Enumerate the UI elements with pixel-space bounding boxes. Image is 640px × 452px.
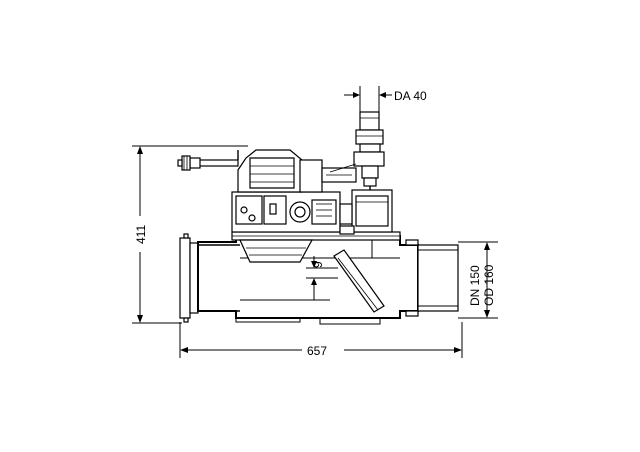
dimension-offset: 9 (306, 256, 338, 300)
height-label: 411 (134, 225, 148, 244)
od-label: OD 160 (482, 264, 496, 306)
da40-label: DA 40 (394, 89, 427, 103)
pump-assembly (177, 149, 357, 193)
pipe-body (179, 233, 459, 325)
offset-label: 9 (311, 261, 325, 268)
dimension-height: 411 (132, 145, 248, 324)
dimension-diameter: DN 150 OD 160 (458, 241, 498, 319)
dimension-da40: DA 40 (344, 86, 427, 112)
dimension-length: 657 (179, 322, 463, 358)
length-label: 657 (307, 344, 327, 358)
valve-housing (231, 189, 401, 263)
vent-pipe (329, 111, 385, 190)
dn-label: DN 150 (468, 265, 482, 306)
